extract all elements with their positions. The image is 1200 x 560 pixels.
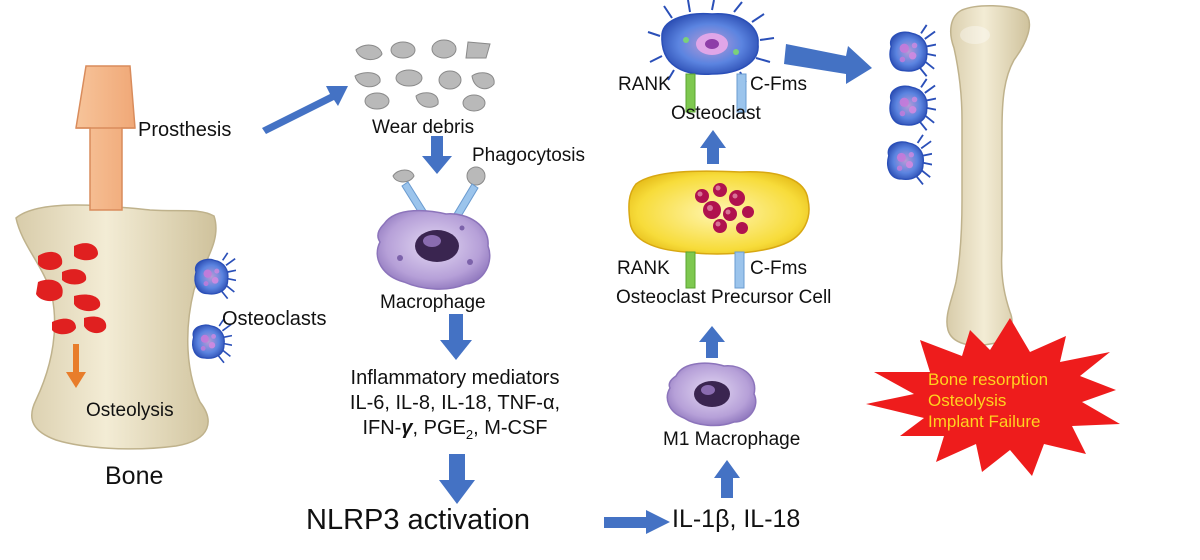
bone-label: Bone (105, 462, 164, 490)
osteolysis-label: Osteolysis (86, 400, 174, 421)
prosthesis-label: Prosthesis (138, 119, 232, 141)
mediators-line-2-pge: , PGE (412, 417, 466, 439)
mediators-line-1: IL-6, IL-8, IL-18, TNF-α, (349, 392, 561, 414)
nlrp3-label: NLRP3 activation (306, 504, 531, 536)
wear-debris-group (354, 39, 495, 112)
top-osteoclast-cell (647, 0, 775, 83)
m1-macrophage-label: M1 Macrophage (663, 429, 801, 450)
mediators-line-2-ifn: IFN- (362, 417, 402, 439)
inflammatory-mediators-block: Inflammatory mediators IL-6, IL-8, IL-18… (300, 366, 610, 447)
mediators-line-2: IFN-γ, PGE2, M-CSF (300, 416, 610, 447)
rank-top-label: RANK (618, 74, 671, 95)
outcome-item: Bone resorption (928, 370, 1049, 389)
cfms-mid-label: C-Fms (750, 258, 807, 279)
bone-right-shape (946, 4, 1031, 347)
wear-debris-label: Wear debris (372, 117, 475, 138)
phagocytosis-label: Phagocytosis (472, 145, 586, 166)
bone-left-shape (15, 204, 217, 450)
mediators-line-2-mcsf: , M-CSF (473, 417, 548, 439)
mediators-line-2-gamma: γ (401, 417, 413, 439)
prosthesis-shape (75, 65, 136, 211)
cfms-top-label: C-Fms (750, 74, 807, 95)
lesion-group (36, 243, 107, 335)
mediators-line-2-sub: 2 (465, 427, 474, 442)
rank-mid-label: RANK (617, 258, 670, 279)
macrophage-cell (376, 209, 491, 290)
outcome-item: Implant Failure (928, 412, 1041, 431)
osteoclasts-label: Osteoclasts (222, 308, 327, 330)
macrophage-label: Macrophage (380, 292, 486, 313)
m1-macrophage-cell (666, 362, 757, 427)
outcome-burst (866, 318, 1120, 476)
outcome-item: Osteolysis (928, 391, 1007, 410)
precursor-label: Osteoclast Precursor Cell (616, 287, 832, 308)
outcomes-text: Bone resorption Osteolysis Implant Failu… (928, 369, 1048, 432)
mediators-title: Inflammatory mediators (350, 367, 560, 389)
osteoclast-label: Osteoclast (671, 103, 761, 124)
precursor-cell (628, 170, 810, 255)
il1b-label: IL-1β, IL-18 (672, 505, 801, 533)
